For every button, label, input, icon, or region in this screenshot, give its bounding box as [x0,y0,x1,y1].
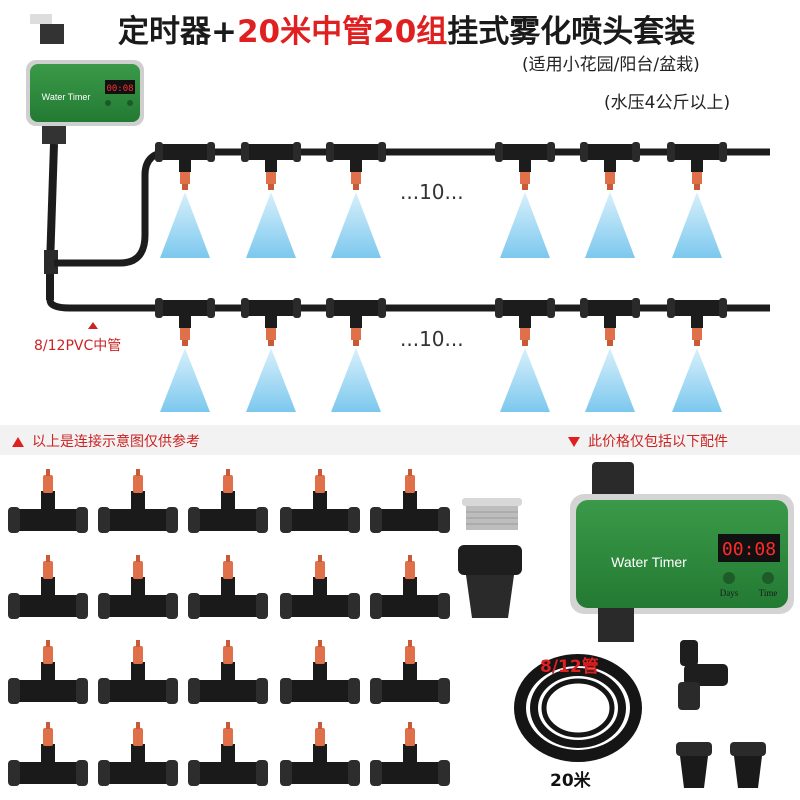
note-left-text: 以上是连接示意图仅供参考 [32,434,200,450]
fitting-parts [676,640,766,788]
page-title: 定时器+20米中管20组挂式雾化喷头套装 [118,6,695,51]
note-right: 此价格仅包括以下配件 [568,431,728,451]
timer-large: 00:08 Water Timer Days Time [570,462,794,642]
note-band [0,425,800,455]
row-2-count: ...10... [400,327,464,351]
pipe-spec-label: 8/12管 [540,657,599,677]
title-part-3: 挂式雾化喷头套装 [447,14,696,50]
hose-coil [514,654,642,762]
row-1-count: ...10... [400,180,464,204]
timer-label: Water Timer [611,554,687,570]
timer-small: 00:08 Water Timer [26,60,144,144]
mist-row-2 [160,348,722,412]
parts-illustration: 00:08 Water Timer Days Time [8,462,794,788]
title-part-1: 定时器+ [118,14,237,50]
connection-diagram: 00:08 Water Timer [26,14,770,412]
subtitle-usage: (适用小花园/阳台/盆栽) [522,55,700,75]
faucet-connector [40,24,64,44]
note-right-text: 此价格仅包括以下配件 [588,434,728,450]
triangle-down-icon [568,437,580,447]
triangle-up-icon [12,437,24,447]
mist-row-1 [160,192,722,258]
note-left: 以上是连接示意图仅供参考 [12,431,200,451]
pvc-arrow-icon [88,322,98,329]
time-button [762,572,774,584]
faucet-adapter-part [462,498,522,530]
title-part-2: 20米中管20组 [236,14,448,50]
pvc-pipe-label: 8/12PVC中管 [34,338,122,354]
subtitle-pressure: (水压4公斤以上) [604,93,731,113]
pipe-length-label: 20米 [550,771,591,791]
timer-display: 00:08 [722,539,776,560]
tee-parts-grid [8,469,450,786]
days-label: Days [720,588,739,598]
quick-connector-part [458,545,522,618]
timer-small-label: Water Timer [42,92,91,102]
timer-small-display: 00:08 [106,84,133,94]
days-button [723,572,735,584]
time-label: Time [759,588,778,598]
